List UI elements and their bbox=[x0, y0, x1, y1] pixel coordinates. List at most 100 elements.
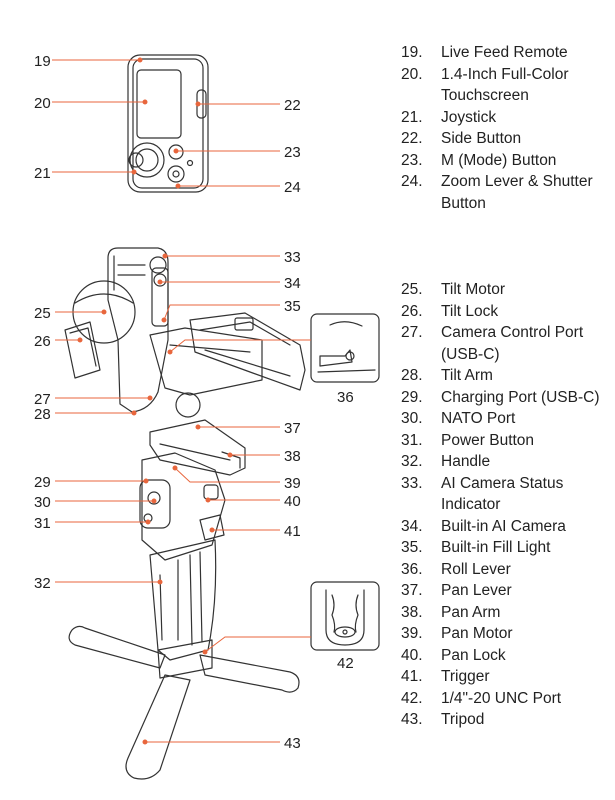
legend-item: 40. Pan Lock bbox=[401, 645, 611, 667]
legend-item: 32.Handle bbox=[401, 451, 611, 473]
callout-34: 34 bbox=[284, 275, 301, 292]
roll-lever-inset bbox=[310, 313, 380, 383]
legend-item: 21.Joystick bbox=[401, 107, 611, 129]
legend-item: 27.Camera Control Port (USB-C) bbox=[401, 322, 611, 365]
legend-number: 39. bbox=[401, 625, 423, 642]
legend-text: Side Button bbox=[441, 130, 522, 147]
legend-text: Tilt Motor bbox=[441, 281, 506, 298]
legend-number: 41. bbox=[401, 668, 423, 685]
legend-number: 23. bbox=[401, 151, 423, 169]
callout-43: 43 bbox=[284, 735, 301, 752]
legend-text: Handle bbox=[441, 453, 491, 470]
legend-item: 28.Tilt Arm bbox=[401, 365, 611, 387]
legend-item: 24. Zoom Lever & Shutter Button bbox=[401, 171, 611, 214]
legend-item: 22. Side Button bbox=[401, 128, 611, 150]
legend-text: 1.4-Inch Full-Color Touchscreen bbox=[441, 65, 569, 105]
legend-number: 19. bbox=[401, 44, 423, 61]
legend-text: 1/4"-20 UNC Port bbox=[441, 689, 562, 707]
legend-text: Built-in Fill Light bbox=[441, 539, 551, 556]
legend-text: Pan Arm bbox=[441, 603, 501, 621]
callout-42: 42 bbox=[337, 655, 354, 672]
legend-number: 42. bbox=[401, 689, 423, 707]
legend-text: Zoom Lever & Shutter Button bbox=[441, 173, 593, 212]
legend-number: 24. bbox=[401, 173, 423, 190]
legend-item: 35.Built-in Fill Light bbox=[401, 537, 611, 559]
callout-31: 31 bbox=[34, 515, 51, 532]
legend-number: 34. bbox=[401, 517, 423, 535]
legend-text: Tilt Arm bbox=[441, 367, 493, 384]
legend-item: 38. Pan Arm bbox=[401, 602, 611, 624]
legend-text: Trigger bbox=[441, 668, 490, 685]
legend-number: 37. bbox=[401, 582, 423, 599]
leader-lines bbox=[52, 57, 311, 745]
tripod-leg-right bbox=[199, 654, 300, 693]
legend-text: NATO Port bbox=[441, 410, 516, 427]
legend-gimbal: 25.Tilt Motor 26. Tilt Lock 27.Camera Con… bbox=[401, 279, 611, 731]
callout-23: 23 bbox=[284, 144, 301, 161]
handle bbox=[149, 539, 217, 661]
legend-text: Roll Lever bbox=[441, 560, 511, 578]
callout-33: 33 bbox=[284, 249, 301, 266]
callout-37: 37 bbox=[284, 420, 301, 437]
legend-number: 20. bbox=[401, 65, 423, 83]
nato-port bbox=[147, 491, 161, 505]
legend-item: 30. NATO Port bbox=[401, 408, 611, 430]
trigger bbox=[199, 514, 225, 541]
callout-29: 29 bbox=[34, 474, 51, 491]
legend-text: Pan Lever bbox=[441, 582, 512, 599]
legend-text: Tilt Lock bbox=[441, 302, 499, 320]
legend-number: 29. bbox=[401, 388, 423, 406]
callout-25: 25 bbox=[34, 305, 51, 322]
legend-text: Power Button bbox=[441, 431, 535, 449]
legend-number: 38. bbox=[401, 603, 423, 621]
legend-text: Pan Motor bbox=[441, 625, 513, 642]
callout-39: 39 bbox=[284, 475, 301, 492]
tilt-arm bbox=[107, 247, 169, 413]
legend-number: 31. bbox=[401, 431, 423, 449]
tripod-leg-front bbox=[125, 674, 191, 780]
legend-number: 40. bbox=[401, 646, 423, 664]
touchscreen bbox=[136, 69, 182, 139]
callout-41: 41 bbox=[284, 523, 301, 540]
callout-numbers: 19 20 21 22 23 24 25 26 27 28 29 30 31 3… bbox=[34, 53, 354, 752]
legend-item: 42. 1/4"-20 UNC Port bbox=[401, 688, 611, 710]
pan-arm bbox=[149, 419, 246, 476]
ai-camera bbox=[151, 267, 169, 327]
legend-number: 22. bbox=[401, 130, 423, 147]
legend-number: 30. bbox=[401, 410, 423, 427]
legend-item: 39. Pan Motor bbox=[401, 623, 611, 645]
legend-number: 36. bbox=[401, 560, 423, 578]
unc-port-inset bbox=[310, 581, 380, 651]
legend-text: Live Feed Remote bbox=[441, 44, 568, 61]
legend-item: 29.Charging Port (USB-C) bbox=[401, 387, 611, 409]
legend-number: 21. bbox=[401, 108, 423, 126]
callout-20: 20 bbox=[34, 95, 51, 112]
pan-motor bbox=[141, 452, 226, 561]
legend-remote: 19. Live Feed Remote 20. 1.4-Inch Full-Col… bbox=[401, 42, 611, 214]
callout-27: 27 bbox=[34, 391, 51, 408]
legend-item: 36. Roll Lever bbox=[401, 559, 611, 581]
callout-26: 26 bbox=[34, 333, 51, 350]
legend-number: 26. bbox=[401, 302, 423, 320]
gimbal-illustration bbox=[64, 247, 306, 780]
callout-40: 40 bbox=[284, 493, 301, 510]
legend-text: Pan Lock bbox=[441, 646, 506, 664]
legend-item: 20. 1.4-Inch Full-Color Touchscreen bbox=[401, 64, 611, 107]
legend-text: Camera Control Port (USB-C) bbox=[441, 324, 584, 363]
callout-32: 32 bbox=[34, 575, 51, 592]
callout-38: 38 bbox=[284, 448, 301, 465]
camera-plate bbox=[189, 312, 306, 391]
legend-item: 19. Live Feed Remote bbox=[401, 42, 611, 64]
legend-text: M (Mode) Button bbox=[441, 151, 557, 169]
callout-24: 24 bbox=[284, 179, 301, 196]
legend-item: 23. M (Mode) Button bbox=[401, 150, 611, 172]
pan-lock bbox=[203, 484, 219, 500]
legend-item: 25.Tilt Motor bbox=[401, 279, 611, 301]
callout-30: 30 bbox=[34, 494, 51, 511]
legend-text: Built-in AI Camera bbox=[441, 517, 566, 535]
callout-22: 22 bbox=[284, 97, 301, 114]
joystick bbox=[129, 142, 165, 178]
legend-item: 31. Power Button bbox=[401, 430, 611, 452]
m-button bbox=[168, 144, 184, 160]
